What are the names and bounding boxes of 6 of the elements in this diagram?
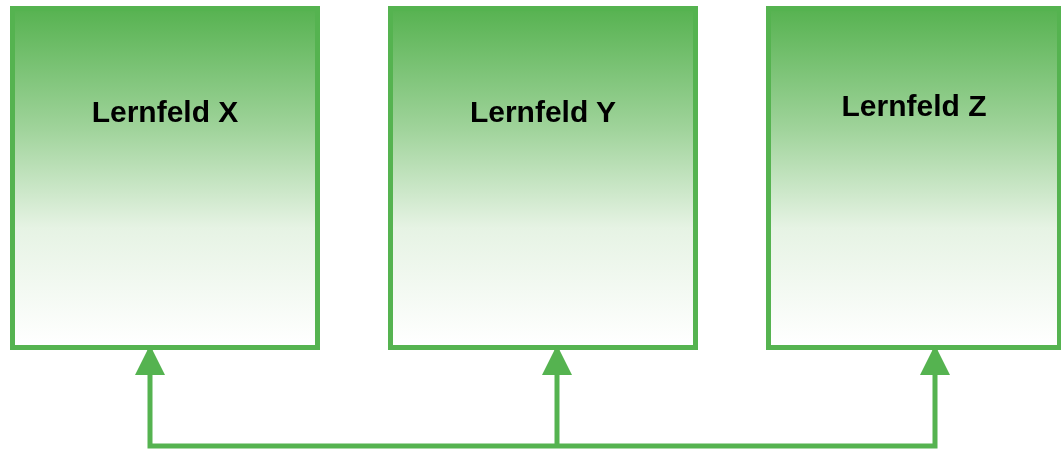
box-title: Lernfeld X <box>90 95 240 129</box>
content-box <box>388 6 698 350</box>
content-box <box>10 6 320 350</box>
box-title: Lernfeld Y <box>468 95 618 129</box>
content-box <box>766 6 1061 350</box>
box-title: Lernfeld Z <box>840 89 988 123</box>
